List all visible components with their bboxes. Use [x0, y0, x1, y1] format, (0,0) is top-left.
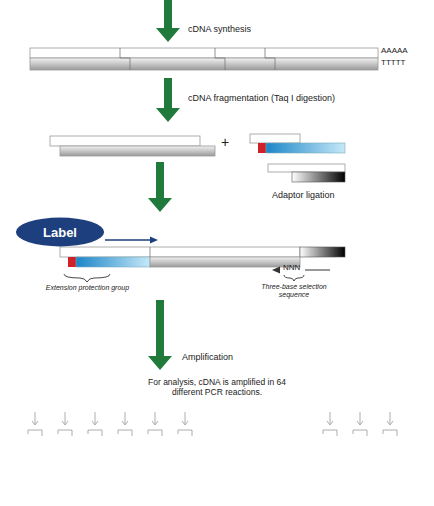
protection-group — [258, 143, 266, 153]
brace — [64, 274, 110, 282]
node-label: Label — [43, 225, 77, 240]
fragment-top-strand — [50, 136, 200, 146]
cdna-bottom-strand — [30, 58, 378, 70]
annotation: Three-base selection sequence — [259, 283, 329, 299]
adaptor-top-strand — [250, 134, 300, 143]
construct-black-end — [300, 247, 345, 257]
plus-sign: + — [221, 134, 229, 150]
primer-arrow-head — [272, 267, 280, 274]
pcr-glyph — [58, 412, 72, 436]
pcr-glyph — [383, 412, 397, 436]
label-arrow — [105, 239, 150, 241]
pcr-glyph — [28, 412, 42, 436]
step-label: Adaptor ligation — [272, 190, 335, 200]
adaptor-black-strand — [292, 172, 345, 182]
taq-site — [120, 48, 130, 70]
step-label: cDNA fragmentation (Taq I digestion) — [188, 93, 335, 103]
pcr-glyph — [323, 412, 337, 436]
step-label: Amplification — [182, 352, 233, 362]
process-arrow — [148, 162, 172, 212]
oval-shape — [16, 218, 104, 247]
process-arrow — [148, 300, 172, 370]
junction-line — [150, 247, 151, 257]
pcr-reaction-glyphs — [28, 412, 397, 436]
pcr-glyph — [88, 412, 102, 436]
pcr-glyph — [353, 412, 367, 436]
pcr-glyph — [178, 412, 192, 436]
process-arrow — [156, 0, 180, 42]
taq-site — [265, 48, 275, 70]
sequence-label: AAAAA — [381, 46, 408, 55]
step-label: cDNA synthesis — [188, 24, 251, 34]
construct-grey-part — [150, 257, 300, 267]
pcr-glyph — [118, 412, 132, 436]
construct-top-strand — [60, 247, 300, 257]
annotation: Extension protection group — [40, 284, 135, 292]
adaptor-blue-strand — [266, 143, 345, 153]
fragment-bottom-strand — [60, 146, 215, 156]
arrow-head — [150, 237, 158, 244]
cdna-top-strand — [30, 48, 378, 58]
sequence-label: TTTTT — [381, 58, 405, 67]
adaptor-top-strand — [268, 164, 345, 172]
protection-group — [68, 257, 76, 267]
sequence-label: NNN — [283, 263, 300, 272]
caption-text: For analysis, cDNA is amplified in 64 di… — [137, 378, 297, 398]
process-arrow — [156, 78, 180, 122]
primer-line — [305, 270, 330, 271]
taq-site — [215, 48, 225, 70]
label-oval: Label — [15, 217, 105, 247]
brace — [284, 275, 304, 281]
construct-blue-part — [76, 257, 150, 267]
pcr-glyph — [148, 412, 162, 436]
